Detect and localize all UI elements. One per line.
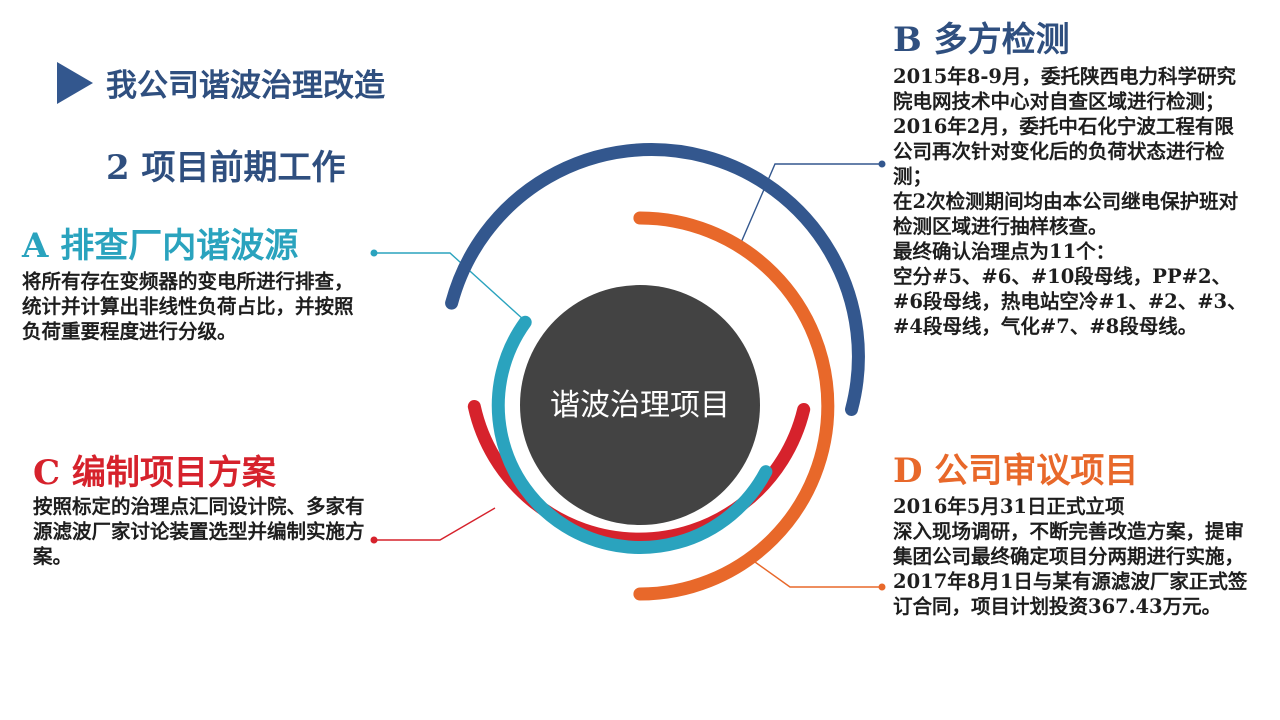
section-c-title: C 编制项目方案 bbox=[33, 453, 276, 493]
leader-line-b bbox=[739, 163, 882, 246]
section-a-body: 将所有存在变频器的变电所进行排查，统计并计算出非线性负荷占比，并按照负荷重要程度… bbox=[22, 269, 367, 344]
leader-dot-c bbox=[370, 536, 378, 544]
section-c-line: 按照标定的治理点汇同设计院、多家有源滤波厂家讨论装置选型并编制实施方案。 bbox=[33, 495, 365, 568]
leader-dot-d bbox=[878, 583, 886, 591]
center-label: 谐波治理项目 bbox=[550, 388, 730, 423]
section-d-line: 2016年5月31日正式立项 bbox=[893, 495, 1125, 518]
section-b-title: B 多方检测 bbox=[893, 20, 1070, 60]
ring-arc-red bbox=[467, 400, 811, 546]
section-c-body: 按照标定的治理点汇同设计院、多家有源滤波厂家讨论装置选型并编制实施方案。 bbox=[33, 494, 378, 569]
ring-arc-orange bbox=[633, 211, 835, 601]
page-title: 我公司谐波治理改造 bbox=[106, 68, 385, 104]
leader-line-d bbox=[754, 561, 882, 588]
leader-line-c bbox=[374, 507, 496, 541]
page-subtitle: 2 项目前期工作 bbox=[106, 148, 346, 188]
section-d-body: 2016年5月31日正式立项 深入现场调研，不断完善改造方案，提审集团公司最终确… bbox=[893, 494, 1253, 619]
ring-arc-teal bbox=[491, 315, 773, 554]
section-b-line: 2016年2月，委托中石化宁波工程有限公司再次针对变化后的负荷状态进行检测； bbox=[893, 115, 1234, 188]
section-d-title: D 公司审议项目 bbox=[893, 451, 1139, 491]
section-b-line: 在2次检测期间均由本公司继电保护班对检测区域进行抽样核查。 bbox=[893, 190, 1239, 238]
section-b-line: 最终确认治理点为11个： bbox=[893, 240, 1116, 263]
section-b-body: 2015年8-9月，委托陕西电力科学研究院电网技术中心对自查区域进行检测； 20… bbox=[893, 64, 1253, 339]
section-a-line: 将所有存在变频器的变电所进行排查，统计并计算出非线性负荷占比，并按照负荷重要程度… bbox=[22, 270, 354, 343]
center-circle bbox=[520, 285, 760, 525]
section-d-line: 2017年8月1日与某有源滤波厂家正式签订合同，项目计划投资367.43万元。 bbox=[893, 570, 1248, 618]
leader-dot-b bbox=[878, 160, 886, 168]
section-b-line: 空分#5、#6、#10段母线，PP#2、#6段母线，热电站空冷#1、#2、#3、… bbox=[893, 265, 1247, 338]
title-arrow-icon bbox=[57, 62, 93, 104]
section-b-line: 2015年8-9月，委托陕西电力科学研究院电网技术中心对自查区域进行检测； bbox=[893, 65, 1237, 113]
section-a-title: A 排查厂内谐波源 bbox=[22, 226, 299, 266]
ring-arc-blue bbox=[445, 142, 865, 416]
section-d-line: 深入现场调研，不断完善改造方案，提审集团公司最终确定项目分两期进行实施， bbox=[893, 520, 1245, 568]
leader-line-a bbox=[374, 252, 525, 321]
leader-dot-a bbox=[370, 249, 378, 257]
